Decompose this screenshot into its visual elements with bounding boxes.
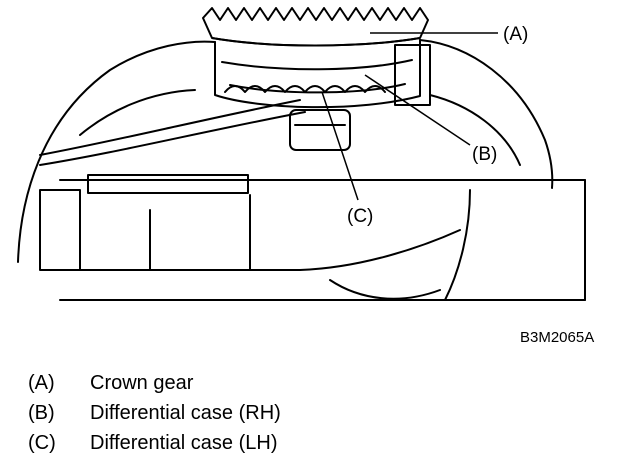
crown-gear xyxy=(202,7,429,47)
legend: (A) Crown gear (B) Differential case (RH… xyxy=(28,368,608,458)
legend-key: (A) xyxy=(28,371,55,394)
legend-key: (B) xyxy=(28,401,55,424)
housing-right-curve xyxy=(429,94,521,166)
callout-b: (B) xyxy=(472,144,497,165)
left-block-lower xyxy=(39,189,81,271)
callout-a: (A) xyxy=(503,24,528,45)
case-lobes xyxy=(224,85,386,93)
leader-c xyxy=(321,91,359,201)
body-lower-line-2 xyxy=(299,229,461,271)
legend-row-b: (B) Differential case (RH) xyxy=(28,398,608,428)
diff-case-body xyxy=(214,39,421,109)
housing-right-shell xyxy=(419,39,554,189)
leader-b xyxy=(364,74,471,146)
crown-gear-rim xyxy=(211,37,421,47)
callout-c: (C) xyxy=(347,206,373,227)
housing-outline xyxy=(17,40,216,263)
crown-gear-teeth xyxy=(202,7,429,47)
legend-text: Differential case (RH) xyxy=(90,401,281,424)
bearing xyxy=(289,109,351,151)
diagram-figure: (A) (B) (C) B3M2065A xyxy=(17,7,594,346)
legend-row-a: (A) Crown gear xyxy=(28,368,608,398)
body-inner-curve xyxy=(329,279,441,300)
diff-case-inner xyxy=(221,59,413,71)
body-side-curve xyxy=(444,189,471,301)
side-bracket xyxy=(394,44,431,106)
legend-text: Crown gear xyxy=(90,371,194,394)
legend-text: Differential case (LH) xyxy=(90,431,278,454)
housing-left-curve xyxy=(79,89,196,136)
shaft-bottom xyxy=(39,111,306,166)
figure-id: B3M2065A xyxy=(520,329,594,346)
shaft-top xyxy=(39,99,301,156)
legend-key: (C) xyxy=(28,431,56,454)
left-block xyxy=(87,174,249,194)
legend-row-c: (C) Differential case (LH) xyxy=(28,428,608,458)
